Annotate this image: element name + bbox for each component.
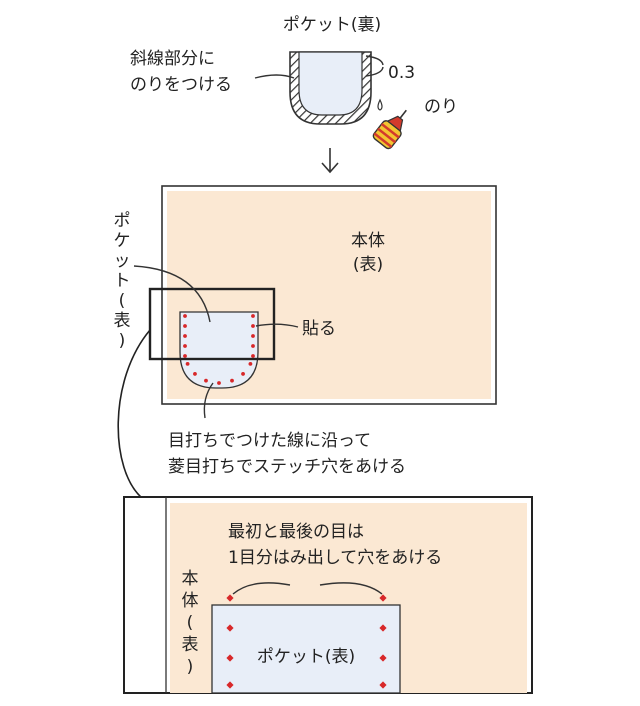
pocket-front-vertical-label: ポケット(表) <box>114 211 131 351</box>
stitch-hole <box>230 378 234 383</box>
glue-area-leader <box>254 74 295 79</box>
stitch-hole <box>193 372 197 376</box>
step2-body-with-pocket: 本体 (表) ポケット(表) 貼る <box>114 185 497 419</box>
pocket-stitch-holes <box>183 314 255 385</box>
body-front-label-1: 本体 <box>351 231 385 251</box>
stitch-hole <box>251 324 255 328</box>
glue-label: のり <box>424 97 458 117</box>
stitch-hole <box>183 354 187 358</box>
detail-note-arrow-right <box>319 582 383 595</box>
pocket-back-inner <box>298 51 363 116</box>
stitch-hole <box>204 378 208 383</box>
detail-stitch-hole <box>226 594 234 602</box>
pocket-front-leader <box>133 265 211 323</box>
glue-area-label-2: のりをつける <box>130 75 232 95</box>
detail-body-vertical-label: 本体(表) <box>182 569 199 677</box>
detail-stitch-hole <box>226 681 234 689</box>
glue-bottle-icon <box>372 109 407 150</box>
pocket-back-label: ポケット(裏) <box>283 14 381 35</box>
detail-stitch-hole <box>226 654 234 662</box>
stitch-hole <box>217 381 221 385</box>
detail-stitch-hole <box>379 594 387 602</box>
seam-allowance-bracket <box>365 55 384 77</box>
pocket-front-shape <box>179 311 259 389</box>
detail-stitch-hole <box>379 654 387 662</box>
detail-stitch-hole <box>379 624 387 632</box>
instruction-leader <box>203 382 214 419</box>
stitch-hole <box>251 314 255 318</box>
step3-detail: 最初と最後の目は 1目分はみ出して穴をあける ポケット(表) 本体(表) <box>123 496 533 694</box>
stick-leader <box>255 323 299 328</box>
detail-pocket <box>211 604 401 694</box>
stick-label: 貼る <box>302 319 336 339</box>
stitch-hole <box>248 361 253 366</box>
stitch-hole <box>183 314 187 318</box>
detail-connector-curve <box>117 329 151 499</box>
detail-stitch-hole <box>226 624 234 632</box>
detail-note-line-1: 最初と最後の目は <box>228 522 364 542</box>
stitch-hole <box>251 334 255 338</box>
detail-stitch-hole <box>379 681 387 689</box>
stitch-hole <box>251 344 255 348</box>
detail-note-line-2: 1目分はみ出して穴をあける <box>228 548 442 568</box>
glue-area-label-1: 斜線部分に <box>130 49 215 69</box>
detail-note-arrow-left <box>232 582 291 595</box>
detail-pocket-label: ポケット(表) <box>257 647 355 667</box>
seam-allowance-label: 0.3 <box>388 63 415 83</box>
instruction-line-1: 目打ちでつけた線に沿って <box>168 431 371 451</box>
detail-stitch-holes <box>226 594 387 689</box>
stitch-hole <box>241 372 245 376</box>
glue-drop-icon <box>377 98 383 111</box>
instruction-line-2: 菱目打ちでステッチ穴をあける <box>168 457 406 477</box>
stitch-hole <box>185 361 190 366</box>
down-arrow-icon <box>321 148 339 174</box>
stitch-hole <box>183 334 187 338</box>
stitch-hole <box>183 344 187 348</box>
stitch-hole <box>251 354 255 358</box>
stitch-hole <box>183 324 187 328</box>
body-front-label-2: (表) <box>353 255 383 275</box>
step1-pocket-back: ポケット(裏) 斜線部分に のりをつける 0.3 のり <box>130 14 458 150</box>
